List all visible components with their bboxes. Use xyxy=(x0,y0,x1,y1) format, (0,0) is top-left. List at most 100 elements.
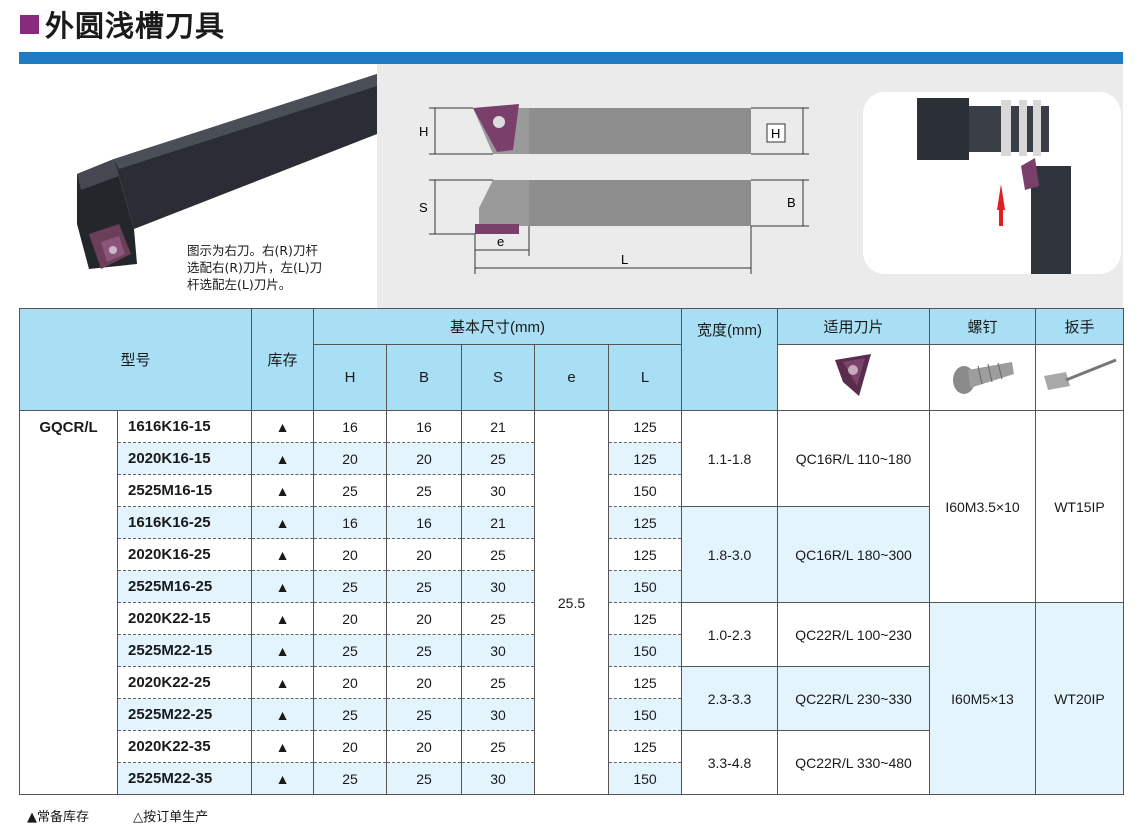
h-cell: 16 xyxy=(313,410,387,443)
s-cell: 21 xyxy=(461,506,535,539)
model-cell: 2525M22-25 xyxy=(117,698,252,731)
b-cell: 16 xyxy=(386,506,462,539)
h-cell: 16 xyxy=(313,506,387,539)
header-e: e xyxy=(534,344,609,411)
b-cell: 25 xyxy=(386,474,462,507)
dim-e: e xyxy=(497,234,504,249)
insert-cell: QC22R/L 330~480 xyxy=(777,730,930,795)
page-title: 外圆浅槽刀具 xyxy=(20,4,225,44)
l-cell: 150 xyxy=(608,634,682,667)
s-cell: 25 xyxy=(461,730,535,763)
l-cell: 150 xyxy=(608,762,682,795)
note-line: 选配右(R)刀片，左(L)刀 xyxy=(187,260,323,275)
h-cell: 20 xyxy=(313,442,387,475)
e-cell: 25.5 xyxy=(534,410,609,795)
dim-H-left: H xyxy=(419,124,428,139)
header-wrench: 扳手 xyxy=(1035,308,1124,345)
stock-cell: ▲ xyxy=(251,762,314,795)
header-screw: 螺钉 xyxy=(929,308,1036,345)
insert-cell: QC16R/L 110~180 xyxy=(777,410,930,507)
header-S: S xyxy=(461,344,535,411)
header-H: H xyxy=(313,344,387,411)
h-cell: 25 xyxy=(313,698,387,731)
l-cell: 125 xyxy=(608,506,682,539)
header-L: L xyxy=(608,344,682,411)
header-insert: 适用刀片 xyxy=(777,308,930,345)
stock-cell: ▲ xyxy=(251,634,314,667)
b-cell: 25 xyxy=(386,570,462,603)
l-cell: 150 xyxy=(608,570,682,603)
s-cell: 30 xyxy=(461,634,535,667)
width-cell: 1.1-1.8 xyxy=(681,410,778,507)
s-cell: 30 xyxy=(461,474,535,507)
dim-H-right: H xyxy=(771,126,780,141)
insert-cell: QC22R/L 230~330 xyxy=(777,666,930,731)
image-panel: 图示为右刀。右(R)刀杆 选配右(R)刀片，左(L)刀 杆选配左(L)刀片。 H… xyxy=(19,64,1123,308)
dim-B: B xyxy=(787,195,796,210)
b-cell: 20 xyxy=(386,730,462,763)
model-cell: 1616K16-25 xyxy=(117,506,252,539)
insert-cell: QC16R/L 180~300 xyxy=(777,506,930,603)
l-cell: 125 xyxy=(608,442,682,475)
l-cell: 125 xyxy=(608,538,682,571)
model-cell: 2020K22-35 xyxy=(117,730,252,763)
s-cell: 30 xyxy=(461,762,535,795)
stock-cell: ▲ xyxy=(251,506,314,539)
legend-stock: ▲常备库存 xyxy=(27,810,89,825)
header-B: B xyxy=(386,344,462,411)
b-cell: 20 xyxy=(386,538,462,571)
h-cell: 25 xyxy=(313,762,387,795)
s-cell: 25 xyxy=(461,442,535,475)
header-basic-dims: 基本尺寸(mm) xyxy=(313,308,682,345)
stock-cell: ▲ xyxy=(251,442,314,475)
h-cell: 20 xyxy=(313,602,387,635)
wrench-icon xyxy=(1035,344,1124,411)
b-cell: 25 xyxy=(386,762,462,795)
note-line: 图示为右刀。右(R)刀杆 xyxy=(187,243,318,258)
s-cell: 30 xyxy=(461,570,535,603)
b-cell: 16 xyxy=(386,410,462,443)
l-cell: 125 xyxy=(608,602,682,635)
series-name: GQCR/L xyxy=(19,410,118,795)
l-cell: 150 xyxy=(608,698,682,731)
b-cell: 20 xyxy=(386,442,462,475)
l-cell: 125 xyxy=(608,410,682,443)
header-model: 型号 xyxy=(19,308,252,411)
h-cell: 20 xyxy=(313,666,387,699)
width-cell: 1.0-2.3 xyxy=(681,602,778,667)
blue-header-bar xyxy=(19,52,1123,64)
width-cell: 1.8-3.0 xyxy=(681,506,778,603)
stock-cell: ▲ xyxy=(251,538,314,571)
header-stock: 库存 xyxy=(251,308,314,411)
legend: ▲常备库存 △按订单生产 xyxy=(27,806,248,825)
application-photo xyxy=(863,92,1121,274)
s-cell: 21 xyxy=(461,410,535,443)
l-cell: 125 xyxy=(608,666,682,699)
model-cell: 2525M16-25 xyxy=(117,570,252,603)
header-width: 宽度(mm) xyxy=(681,308,778,411)
h-cell: 25 xyxy=(313,634,387,667)
screw-icon xyxy=(929,344,1036,411)
wrench-cell: WT15IP xyxy=(1035,410,1124,603)
b-cell: 25 xyxy=(386,698,462,731)
s-cell: 25 xyxy=(461,666,535,699)
stock-cell: ▲ xyxy=(251,698,314,731)
wrench-cell: WT20IP xyxy=(1035,602,1124,795)
l-cell: 150 xyxy=(608,474,682,507)
tool-photo xyxy=(19,64,377,308)
stock-cell: ▲ xyxy=(251,666,314,699)
width-cell: 2.3-3.3 xyxy=(681,666,778,731)
insert-icon xyxy=(777,344,930,411)
stock-cell: ▲ xyxy=(251,602,314,635)
model-cell: 2525M22-35 xyxy=(117,762,252,795)
title-square-icon xyxy=(20,14,39,34)
model-cell: 2020K22-15 xyxy=(117,602,252,635)
model-cell: 2020K22-25 xyxy=(117,666,252,699)
